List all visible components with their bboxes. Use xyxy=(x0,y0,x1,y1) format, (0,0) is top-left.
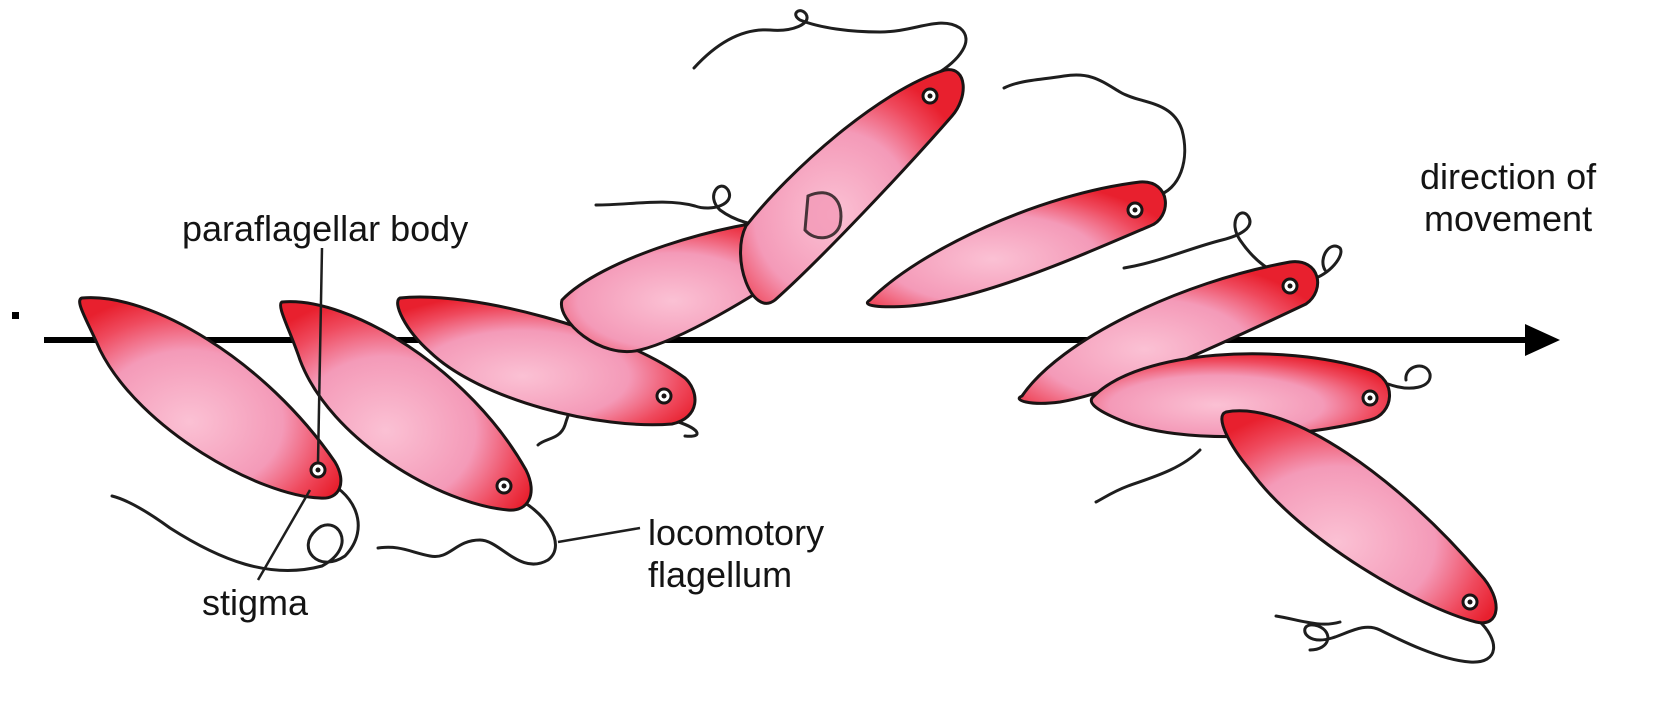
direction-arrow xyxy=(12,312,1560,356)
direction-line1: direction of xyxy=(1420,156,1596,198)
direction-line2: movement xyxy=(1420,198,1596,240)
stigma-label: stigma xyxy=(202,582,308,624)
locomotory-flagellum-line1: locomotory xyxy=(648,512,824,554)
stigma-leader xyxy=(258,490,310,580)
locomotory-flagellum-label: locomotory flagellum xyxy=(648,512,824,597)
locomotory-flagellum-line2: flagellum xyxy=(648,554,824,596)
direction-of-movement-label: direction of movement xyxy=(1420,156,1596,241)
locomotory-flagellum-leader xyxy=(558,528,640,542)
paraflagellar-body-label: paraflagellar body xyxy=(182,208,468,250)
euglena-cell xyxy=(1222,411,1496,662)
